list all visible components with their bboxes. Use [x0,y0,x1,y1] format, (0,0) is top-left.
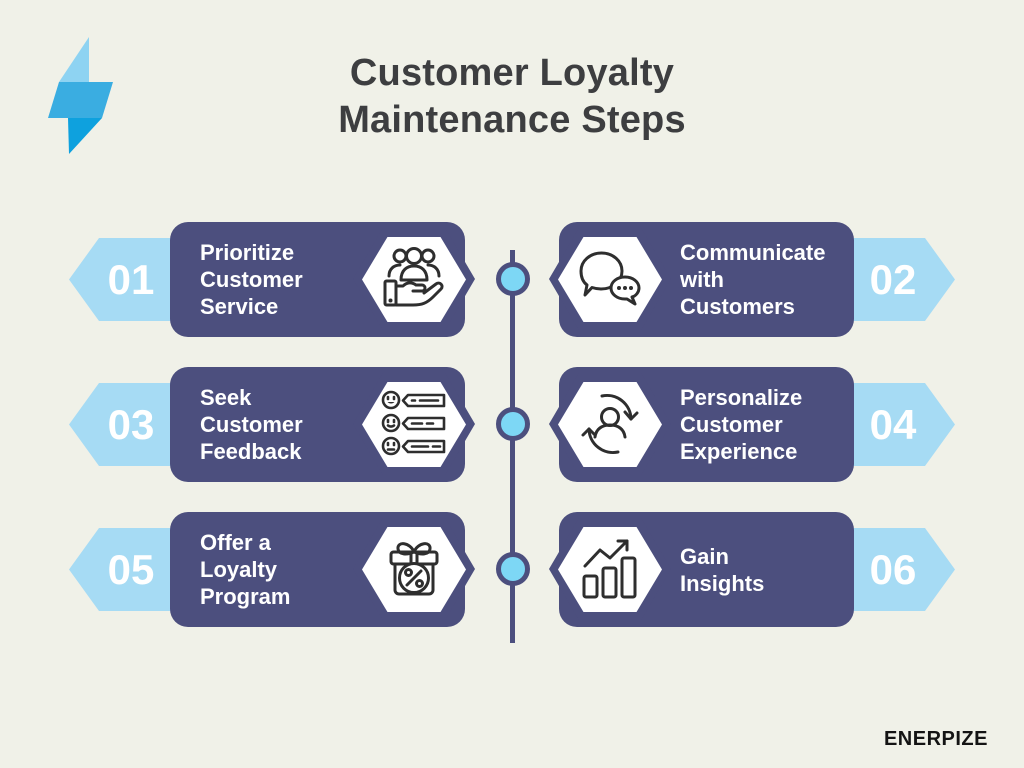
step-title: Gain Insights [680,543,765,596]
step-03: 03 Seek Customer Feedback [0,367,1024,482]
step-number: 06 [869,545,917,593]
step-number: 04 [869,400,917,448]
step-number: 02 [869,255,917,303]
feedback-faces-icon [381,390,446,456]
step-04: 04 Personalize Customer Experience [0,367,1024,482]
step-title: Prioritize Customer Service [200,240,303,319]
timeline-node [496,552,530,586]
person-cycle-icon [581,394,639,454]
page-title: Customer Loyalty Maintenance Steps [338,52,686,141]
customer-service-icon [383,247,444,307]
step-title: Seek Customer Feedback [200,385,303,464]
step-06: 06 Gain Insights [0,512,1024,627]
timeline-node [496,262,530,296]
step-number: 05 [107,545,155,593]
step-title: Offer a Loyalty Program [200,530,291,609]
step-number: 03 [107,400,155,448]
step-01: 01 Prioritize Customer Service [0,222,1024,337]
gift-discount-icon [389,542,439,596]
step-02: 02 Communicate with Customers [0,222,1024,337]
timeline-node [496,407,530,441]
brand-name: ENERPIZE [883,728,988,750]
bar-chart-growth-icon [582,539,637,599]
lightning-bolt-icon [48,37,113,154]
step-05: 05 Offer a Loyalty Program [0,512,1024,627]
chat-bubbles-icon [579,251,641,306]
step-title: Personalize Customer Experience [680,385,803,464]
step-number: 01 [107,255,155,303]
timeline-line [510,250,515,643]
step-title: Communicate with Customers [680,240,826,319]
